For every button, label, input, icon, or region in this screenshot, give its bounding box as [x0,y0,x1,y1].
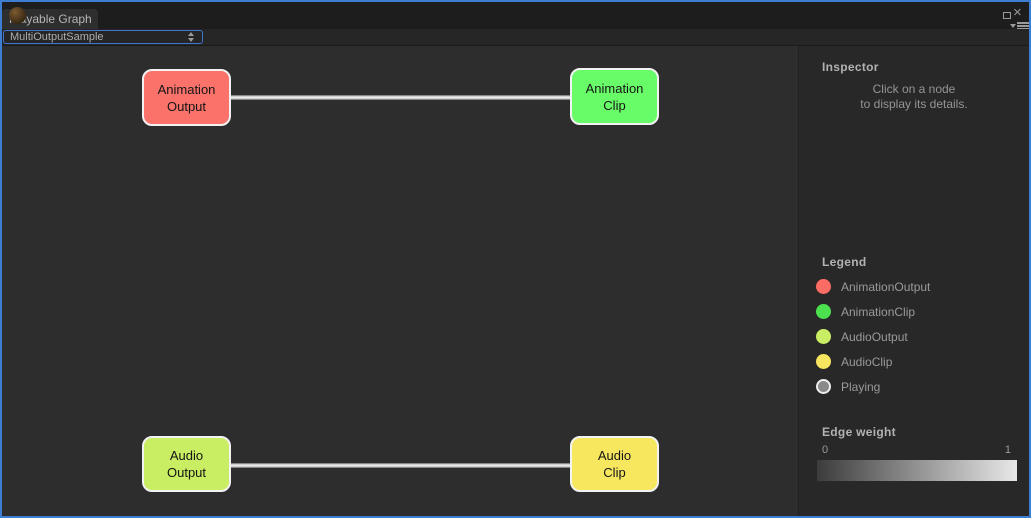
legend-dot-animation-clip [816,304,831,319]
legend-item: AudioOutput [816,324,1021,349]
inspector-hint: Click on a node to display its details. [860,82,968,111]
graph-canvas[interactable]: Animation Output Animation Clip Audio Ou… [2,46,798,516]
legend-title: Legend [822,255,867,269]
legend-item: AnimationClip [816,299,1021,324]
node-animation-clip[interactable]: Animation Clip [570,68,659,125]
legend-label: AudioClip [841,354,893,369]
legend-list: AnimationOutput AnimationClip AudioOutpu… [816,274,1021,399]
node-label: Audio [169,448,204,463]
main-area: Animation Output Animation Clip Audio Ou… [2,46,1029,516]
legend-label: AnimationClip [841,304,916,319]
window-icon [9,7,26,24]
legend-label: AnimationOutput [841,279,931,294]
legend-label: AudioOutput [841,329,908,344]
node-label: Output [166,465,207,480]
node-label: Animation [157,81,216,97]
close-icon[interactable]: × [1013,4,1022,21]
legend-label: Playing [841,379,881,394]
tab-label: Playable Graph [9,12,92,26]
hamburger-icon [1017,22,1029,30]
legend-dot-audio-clip [816,354,831,369]
edge-weight-gradient [817,460,1017,481]
node-label: Clip [603,465,626,480]
node-label: Output [166,98,207,114]
legend-item: Playing [816,374,1021,399]
legend-item: AudioClip [816,349,1021,374]
tab-playable-graph[interactable]: Playable Graph [2,9,98,29]
legend-dot-playing [816,379,831,394]
node-label: Clip [603,97,626,113]
node-label: Animation [585,80,644,96]
edge-weight-min: 0 [822,444,829,456]
maximize-icon[interactable] [1003,12,1011,19]
node-audio-output[interactable]: Audio Output [142,436,231,492]
edge-weight-title: Edge weight [822,425,896,439]
edge-weight-scale: 0 1 [817,444,1017,456]
legend-dot-audio-output [816,329,831,344]
dropdown-arrow-icon [188,32,194,42]
graph-selector-value: MultiOutputSample [10,31,104,43]
chevron-down-icon [1010,24,1016,28]
legend-item: AnimationOutput [816,274,1021,299]
pane-menu-icon[interactable] [1010,22,1029,30]
toolbar: MultiOutputSample [2,29,1029,46]
edge-weight-max: 1 [1004,444,1011,456]
inspector-title: Inspector [822,60,879,74]
node-label: Audio [597,448,632,463]
edge-audio [231,463,570,468]
graph-selector-dropdown[interactable]: MultiOutputSample [3,30,203,44]
legend-dot-animation-output [816,279,831,294]
node-animation-output[interactable]: Animation Output [142,69,231,126]
node-audio-clip[interactable]: Audio Clip [570,436,659,492]
tab-bar: Playable Graph × [2,2,1029,30]
inspector-panel: Inspector Click on a node to display its… [798,46,1029,516]
edge-animation [231,95,570,100]
